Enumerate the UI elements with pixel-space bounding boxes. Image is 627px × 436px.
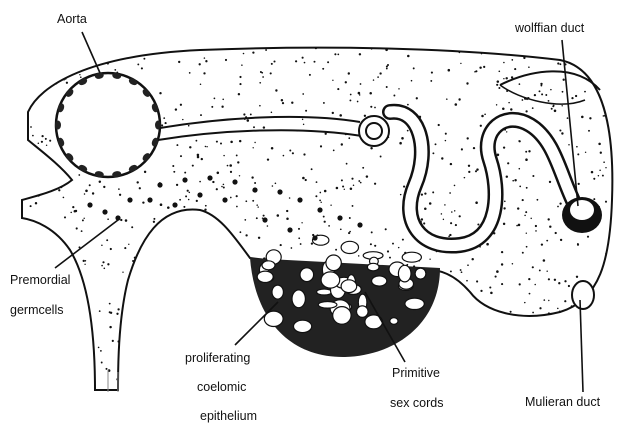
aorta xyxy=(55,72,161,178)
label-aorta: Aorta xyxy=(57,13,87,26)
wolffian-duct xyxy=(562,197,602,233)
glomerulus xyxy=(359,116,389,146)
label-primitive-line1: Primitive xyxy=(392,367,440,380)
label-premordial-line2: germcells xyxy=(10,304,64,317)
label-proliferating-line1: proliferating xyxy=(185,352,250,365)
mullerian-duct xyxy=(572,281,594,309)
label-premordial-line1: Premordial xyxy=(10,274,70,287)
label-primitive-line2: sex cords xyxy=(390,397,444,410)
label-proliferating-line3: epithelium xyxy=(200,410,257,423)
label-wolffian-duct: wolffian duct xyxy=(515,22,584,35)
label-proliferating-line2: coelomic xyxy=(197,381,246,394)
pointer-mulieran xyxy=(580,300,583,392)
label-mulieran-duct: Mulieran duct xyxy=(525,396,600,409)
